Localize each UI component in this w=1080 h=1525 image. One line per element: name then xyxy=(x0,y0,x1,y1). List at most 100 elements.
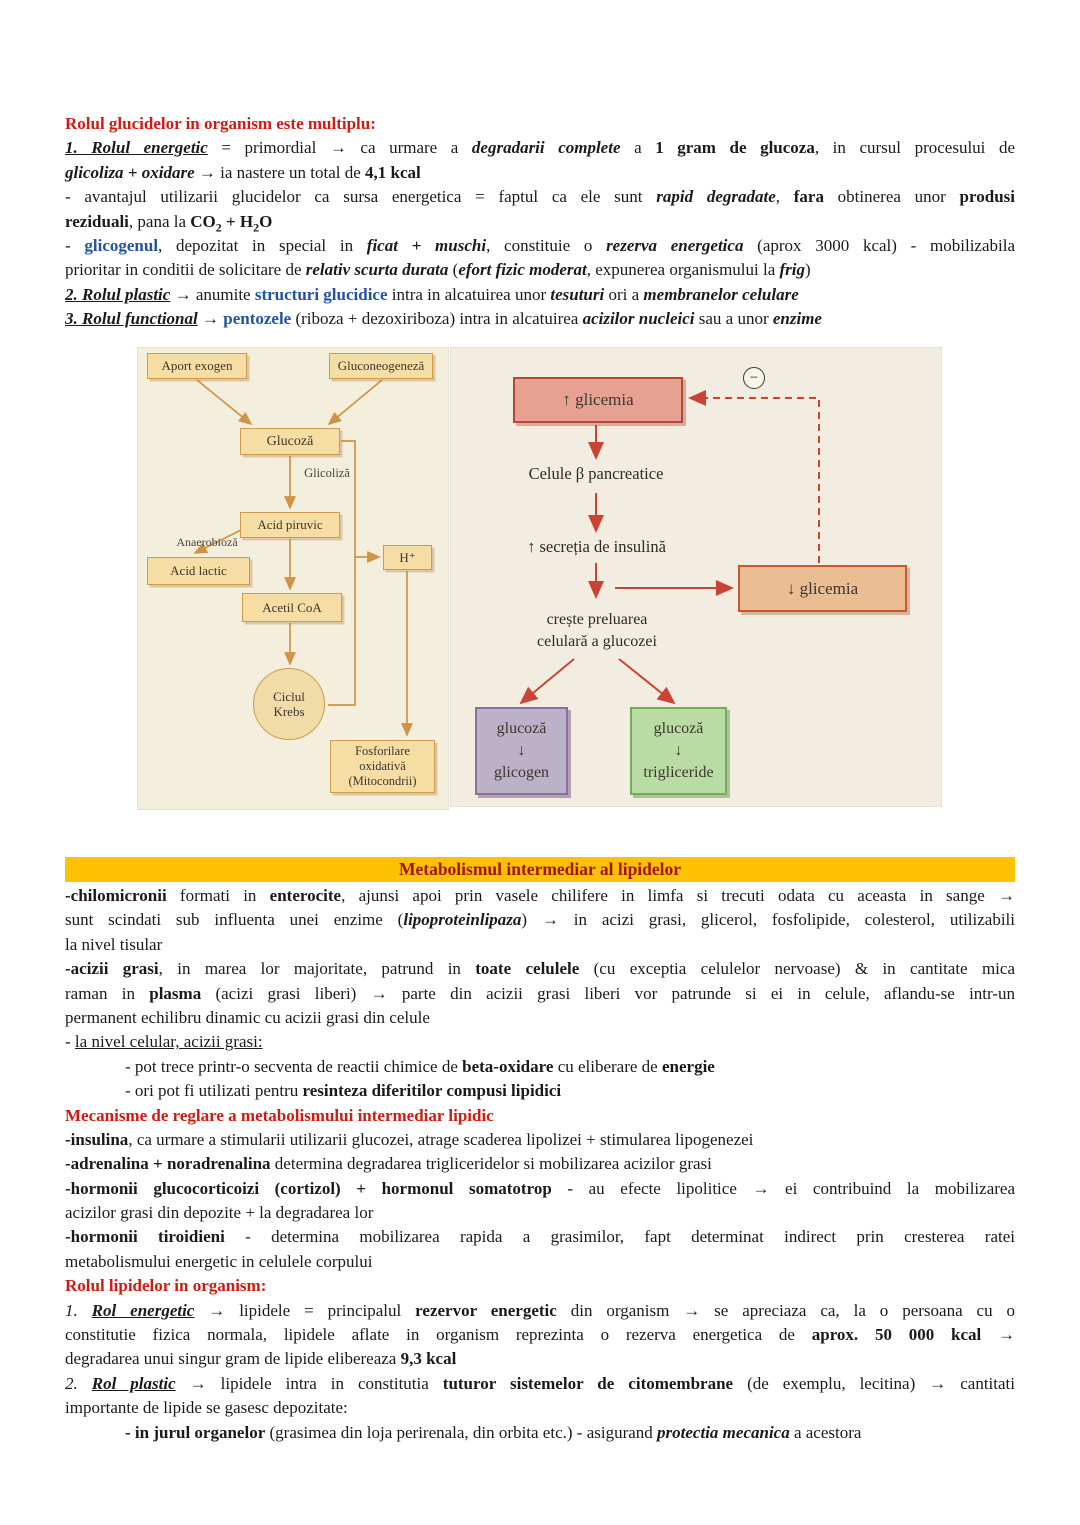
text-segment: CO xyxy=(190,211,216,231)
text-line: sunt scindati sub influenta unei enzime … xyxy=(65,908,1015,932)
text-segment: 1. Rolul energetic xyxy=(65,138,208,158)
text-segment: - xyxy=(65,235,85,255)
text-segment: → anumite xyxy=(170,284,255,304)
diagram-box-aport-exogen: Aport exogen xyxy=(147,353,247,379)
text-segment: ) xyxy=(805,260,811,280)
diagram-arrows xyxy=(193,379,820,737)
text-segment: , pana la xyxy=(128,211,191,231)
text-segment: determina degradarea trigliceridelor si … xyxy=(270,1154,712,1174)
text-line: Rolul lipidelor in organism: xyxy=(65,1274,1015,1298)
text-segment: energie xyxy=(661,1056,715,1076)
text-segment: acizilor grasi din depozite + la degrada… xyxy=(65,1203,374,1223)
diagram-box-glucoza-trigliceride: glucoză ↓ trigliceride xyxy=(630,707,727,795)
text-line: metabolismului energetic in celulele cor… xyxy=(65,1250,1015,1274)
text-segment: , in cursul procesului de xyxy=(814,138,1015,158)
text-segment: , ca urmare a stimularii utilizarii gluc… xyxy=(128,1129,754,1149)
text-segment: -adrenalina + noradrenalina xyxy=(65,1154,271,1174)
text-segment: intra in alcatuirea unor xyxy=(387,284,551,304)
diagram-box-acetil-coa: Acetil CoA xyxy=(242,593,342,622)
text-segment: 2. xyxy=(65,1373,92,1393)
text-line: -insulina, ca urmare a stimularii utiliz… xyxy=(65,1128,1015,1152)
text-segment: frig xyxy=(779,260,806,280)
text-segment: enterocite xyxy=(269,886,342,905)
text-line: la nivel tisular xyxy=(65,933,1015,957)
text-line: -hormonii tiroidieni - determina mobiliz… xyxy=(65,1225,1015,1249)
text-segment: (aprox 3000 kcal) - mobilizabila xyxy=(743,235,1015,255)
text-segment: 1. xyxy=(65,1300,92,1320)
text-line: - avantajul utilizarii glucidelor ca sur… xyxy=(65,185,1015,209)
minus-feedback-icon: − xyxy=(743,367,765,389)
text-line: 2. Rolul plastic → anumite structuri glu… xyxy=(65,283,1015,307)
text-segment: + H xyxy=(221,211,254,231)
text-line: acizilor grasi din depozite + la degrada… xyxy=(65,1201,1015,1225)
text-segment: prioritar in conditii de solicitare de xyxy=(65,260,306,280)
text-segment: = primordial → ca urmare a xyxy=(207,138,472,158)
text-segment: - determina mobilizarea rapida a grasimi… xyxy=(224,1227,1015,1247)
text-segment: - au efecte lipolitice → ei contribuind … xyxy=(551,1178,1015,1198)
text-segment: sau a unor xyxy=(694,309,773,329)
text-segment: rezervor energetic xyxy=(415,1300,557,1320)
text-segment: ( xyxy=(448,260,459,280)
text-segment: Rolul lipidelor in organism: xyxy=(65,1276,267,1296)
text-segment: Rol energetic xyxy=(91,1300,195,1320)
text-segment: (riboza + dezoxiriboza) intra in alcatui… xyxy=(291,309,583,329)
text-segment: importante de lipide se gasesc depozitat… xyxy=(65,1398,348,1418)
text-segment: beta-oxidare xyxy=(462,1056,554,1076)
text-segment: → lipidele intra in constitutia xyxy=(175,1373,443,1393)
text-segment: Rol plastic xyxy=(91,1373,176,1393)
text-segment: → ia nastere un total de xyxy=(194,162,366,182)
text-segment: pentozele xyxy=(223,309,292,329)
text-segment: fara xyxy=(793,187,824,207)
text-segment: ori a xyxy=(604,284,644,304)
text-segment: a acestora xyxy=(789,1422,862,1442)
text-segment: ficat + muschi xyxy=(366,235,487,255)
diagram-box-glicemia-down: ↓ glicemia xyxy=(738,565,907,612)
text-segment: , depozitat in special in xyxy=(158,235,367,255)
diagram-box-glucoza: Glucoză xyxy=(240,428,340,455)
text-segment: 2. Rolul plastic xyxy=(65,284,171,304)
text-segment: , constituie o xyxy=(486,235,607,255)
text-segment: degradarii complete xyxy=(471,138,621,158)
text-segment: , xyxy=(775,187,794,207)
diagram-box-gluconeogeneza: Gluconeogeneză xyxy=(329,353,433,379)
diagram-label-celule-beta: Celule β pancreatice xyxy=(528,464,664,483)
text-segment: tesuturi xyxy=(550,284,605,304)
text-line: - glicogenul, depozitat in special in fi… xyxy=(65,234,1015,258)
text-line: degradarea unui singur gram de lipide el… xyxy=(65,1347,1015,1371)
text-segment: glicogenul xyxy=(84,235,159,255)
text-segment: O xyxy=(259,211,273,231)
text-segment: protectia mecanica xyxy=(657,1422,790,1442)
text-segment: , in marea lor majoritate, patrund in xyxy=(158,959,476,979)
text-line: importante de lipide se gasesc depozitat… xyxy=(65,1396,1015,1420)
text-segment: enzime xyxy=(772,309,822,329)
text-segment: resinteza diferitilor compusi lipidici xyxy=(302,1081,562,1101)
text-line: raman in plasma (acizi grasi liberi) → p… xyxy=(65,982,1015,1006)
text-line: glicoliza + oxidare → ia nastere un tota… xyxy=(65,161,1015,185)
text-line: - in jurul organelor (grasimea din loja … xyxy=(65,1421,1015,1445)
text-segment: constitutie fizica normala, lipidele afl… xyxy=(65,1325,812,1345)
text-segment: , expunerea organismului la xyxy=(586,260,780,280)
text-segment: (cu exceptia celulelor nervoase) & in ca… xyxy=(579,959,1015,979)
diagram-box-acid-piruvic: Acid piruvic xyxy=(240,512,340,538)
text-segment: la nivel celular, acizii grasi: xyxy=(74,1032,263,1052)
text-segment: efort fizic moderat xyxy=(458,260,587,280)
text-segment: 2 xyxy=(215,219,222,234)
text-segment: obtinerea unor xyxy=(823,187,960,207)
text-line: - la nivel celular, acizii grasi: xyxy=(65,1030,1015,1054)
text-segment: 9,3 kcal xyxy=(400,1349,457,1369)
text-segment: rapid degradate xyxy=(656,187,776,207)
text-segment: 3. Rolul functional xyxy=(65,309,198,329)
text-segment: glicoliza + oxidare xyxy=(65,162,195,182)
diagram-box-h-plus: H⁺ xyxy=(383,545,432,570)
text-line: - ori pot fi utilizati pentru resinteza … xyxy=(65,1079,1015,1103)
text-segment: - ori pot fi utilizati pentru xyxy=(125,1081,303,1101)
text-segment: membranelor celulare xyxy=(643,284,799,304)
text-segment: -hormonii glucocorticoizi (cortizol) + h… xyxy=(65,1178,552,1198)
text-line: 3. Rolul functional → pentozele (riboza … xyxy=(65,307,1015,331)
text-line: -hormonii glucocorticoizi (cortizol) + h… xyxy=(65,1177,1015,1201)
metabolism-diagram: Aport exogen Gluconeogeneză Glucoză Glic… xyxy=(137,347,942,810)
lipide-section-header: Metabolismul intermediar al lipidelor xyxy=(65,857,1015,882)
text-line: 1. Rol energetic → lipidele = principalu… xyxy=(65,1299,1015,1323)
text-segment: → xyxy=(981,1325,1016,1345)
